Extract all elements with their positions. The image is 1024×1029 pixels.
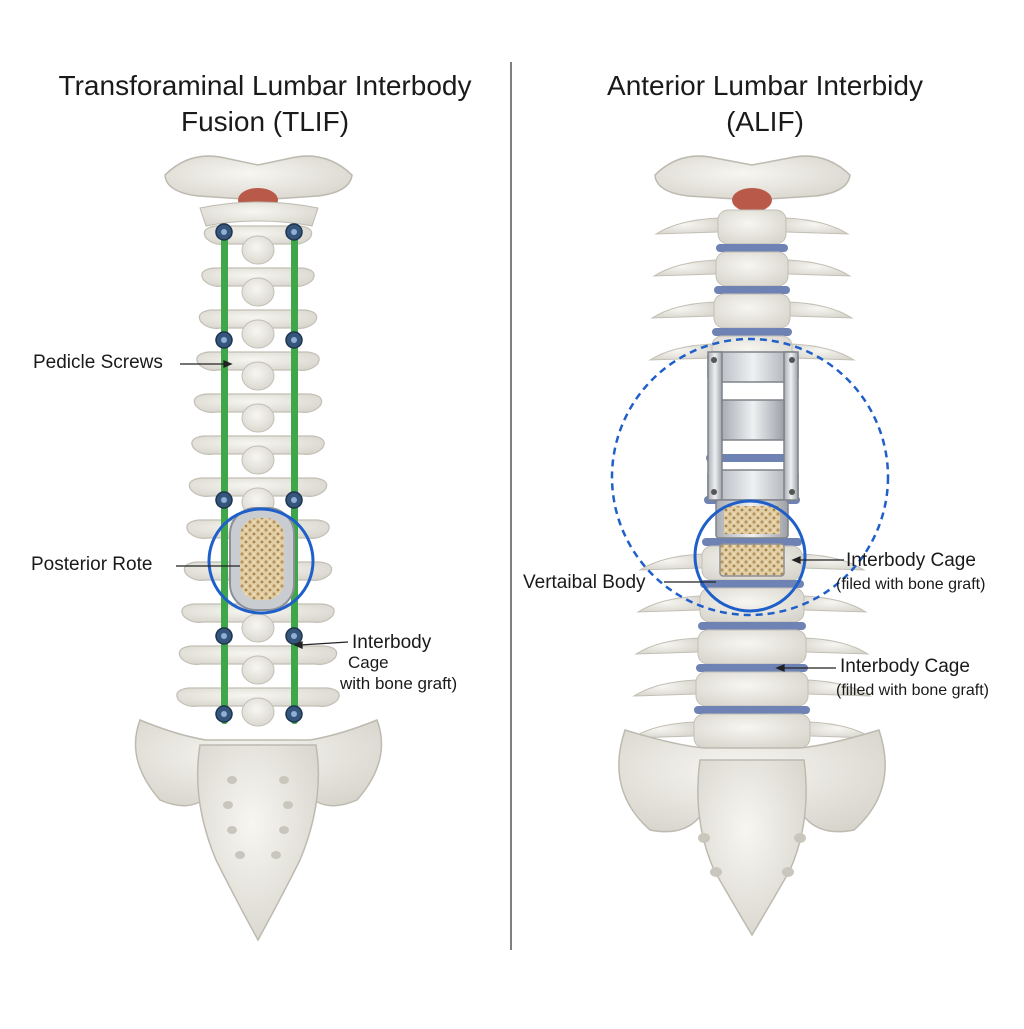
rod-right xyxy=(291,226,298,724)
transverse-process xyxy=(803,595,868,613)
sacral-foramen xyxy=(227,826,237,834)
transverse-process xyxy=(650,301,715,319)
sacral-foramen xyxy=(710,867,722,877)
label-pedicle-screws: Pedicle Screws xyxy=(33,352,163,373)
intervertebral-disc xyxy=(714,286,790,294)
transverse-process xyxy=(638,553,703,571)
alif-title: Anterior Lumbar Interbidy (ALIF) xyxy=(520,68,1010,140)
screw-head xyxy=(221,229,227,235)
vertebra-tlif xyxy=(198,309,318,329)
transverse-process xyxy=(654,217,719,235)
sacral-foramen xyxy=(794,833,806,843)
screw-head xyxy=(221,711,227,717)
bone-graft-tlif xyxy=(240,518,284,600)
sacral-foramen xyxy=(782,867,794,877)
label-cage-line2: Cage xyxy=(348,653,389,672)
transverse-process xyxy=(805,637,870,655)
sacral-foramen xyxy=(227,776,237,784)
sacral-foramen xyxy=(279,826,289,834)
vertebral-body xyxy=(715,251,789,287)
sacral-foramen xyxy=(235,851,245,859)
transverse-process xyxy=(634,637,699,655)
transverse-process xyxy=(636,595,701,613)
leader-lines xyxy=(176,360,844,672)
screw-head xyxy=(291,337,297,343)
intervertebral-disc xyxy=(716,244,788,252)
tlif-spine xyxy=(134,155,383,942)
bone-graft-alif-upper xyxy=(724,506,780,534)
sacral-foramen xyxy=(698,833,710,843)
transverse-process xyxy=(632,679,697,697)
screw-head xyxy=(291,711,297,717)
transverse-process xyxy=(785,217,850,235)
tlif-title-line1: Transforaminal Lumbar Interbody xyxy=(58,70,472,101)
rod-left xyxy=(221,226,228,724)
screw-head xyxy=(291,633,297,639)
vertebral-body xyxy=(699,587,805,623)
label-bone-graft-line3: with bone graft) xyxy=(340,674,458,693)
spinous-process xyxy=(241,403,275,433)
label-posterior-rote: Posterior Rote xyxy=(31,554,153,575)
transverse-process xyxy=(807,679,872,697)
tlif-title-line2: Fusion (TLIF) xyxy=(180,106,350,137)
spinous-process xyxy=(241,445,275,475)
sacrum-right xyxy=(697,759,807,937)
sacral-foramen xyxy=(271,851,281,859)
transverse-process xyxy=(652,259,717,277)
spinous-process xyxy=(241,613,275,643)
spinous-process xyxy=(241,235,275,265)
transverse-process xyxy=(787,259,852,277)
label-cage-lower-line2: (filled with bone graft) xyxy=(836,682,989,699)
dura-tissue-right xyxy=(732,188,772,212)
anterior-plate xyxy=(707,351,799,501)
label-vertaibal-body: Vertaibal Body xyxy=(523,572,646,593)
vertebral-body xyxy=(693,713,811,749)
spinous-process xyxy=(241,697,275,727)
highlight-circle-alif xyxy=(693,499,807,613)
transverse-process xyxy=(791,343,856,361)
screw-head xyxy=(221,633,227,639)
intervertebral-disc xyxy=(696,664,808,672)
transverse-process xyxy=(801,553,866,571)
intervertebral-disc xyxy=(706,454,798,462)
label-cage-upper-line1: Interbody Cage xyxy=(846,550,976,571)
vertebra-tlif xyxy=(201,267,315,287)
screw-head xyxy=(291,497,297,503)
intervertebral-disc xyxy=(712,328,792,336)
intervertebral-disc xyxy=(694,706,810,714)
spinous-process xyxy=(241,655,275,685)
transverse-process xyxy=(648,343,713,361)
transverse-process xyxy=(789,301,854,319)
vertebral-body xyxy=(697,629,807,665)
highlight-circle-tlif xyxy=(207,507,315,615)
alif-title-line2: (ALIF) xyxy=(726,106,804,137)
screw-head xyxy=(221,337,227,343)
bone-graft-alif-lower xyxy=(719,543,785,577)
spinous-process xyxy=(241,361,275,391)
intervertebral-disc xyxy=(700,580,804,588)
sacrum-left xyxy=(196,744,320,942)
tlif-title: Transforaminal Lumbar Interbody Fusion (… xyxy=(20,68,510,140)
vertebral-body xyxy=(717,209,787,245)
intervertebral-disc xyxy=(698,622,806,630)
sacral-foramen xyxy=(223,801,233,809)
vertebral-body xyxy=(695,671,809,707)
screw-head xyxy=(221,497,227,503)
vertebral-body xyxy=(713,293,791,329)
screw-head xyxy=(291,229,297,235)
vertebra-tlif xyxy=(176,687,340,707)
alif-spine xyxy=(610,155,890,937)
label-interbody-line1: Interbody xyxy=(352,632,432,653)
label-cage-upper-line2: (filed with bone graft) xyxy=(836,576,986,593)
dashed-highlight-circle-alif xyxy=(610,337,890,617)
sacral-foramen xyxy=(283,801,293,809)
spinous-process xyxy=(241,277,275,307)
sacral-foramen xyxy=(279,776,289,784)
spinous-process xyxy=(241,319,275,349)
alif-title-line1: Anterior Lumbar Interbidy xyxy=(607,70,923,101)
label-cage-lower-line1: Interbody Cage xyxy=(840,656,970,677)
